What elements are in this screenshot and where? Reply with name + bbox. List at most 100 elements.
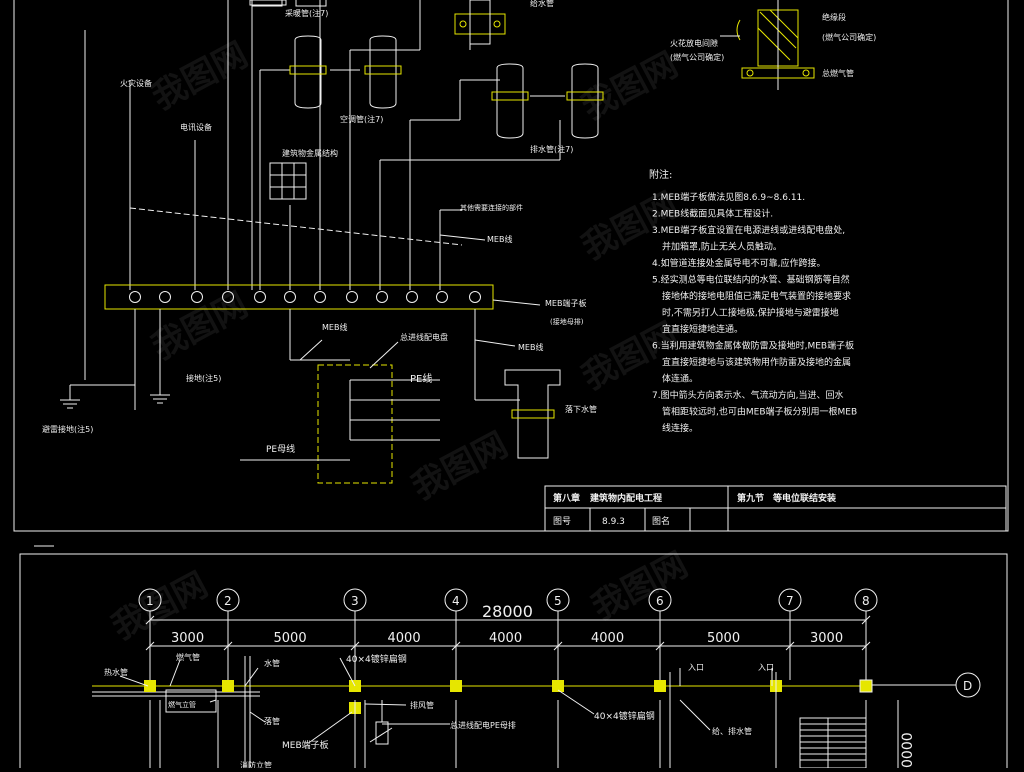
axis-label: 2 bbox=[224, 594, 232, 608]
leader bbox=[369, 341, 399, 369]
gas-pipe-label: 燃气管 bbox=[176, 652, 200, 662]
building-metal-frame bbox=[269, 162, 307, 200]
note-line: 2.MEB线截面见具体工程设计. bbox=[652, 208, 773, 220]
dimension-tick bbox=[553, 641, 563, 651]
leader bbox=[299, 339, 323, 361]
drain-pipe-label: 排水管(注7) bbox=[530, 144, 573, 154]
notes-block: 附注: 1.MEB端子板做法见图8.6.9~8.6.11.2.MEB线截面见具体… bbox=[649, 168, 857, 434]
watermark: 我图网 bbox=[575, 45, 684, 128]
dimension-tick bbox=[350, 641, 360, 651]
terminal-bolt bbox=[129, 291, 141, 303]
meb-line-diagonal bbox=[129, 207, 463, 246]
axis-label: 1 bbox=[146, 594, 154, 608]
axis-d-label: D bbox=[963, 679, 972, 693]
building-metal-frame-label: 建筑物金属结构 bbox=[282, 148, 338, 158]
drain-label: 排风管 bbox=[410, 700, 434, 710]
terminal-bolt bbox=[376, 291, 388, 303]
span-dimension: 5000 bbox=[707, 631, 740, 646]
note-line: 并加箱罩,防止无关人员触动。 bbox=[662, 241, 782, 253]
watermark: 我图网 bbox=[405, 425, 514, 508]
drawing-name-label: 图名 bbox=[652, 515, 670, 527]
ac-pipes bbox=[289, 35, 402, 109]
section-title: 等电位联结安装 bbox=[772, 492, 837, 504]
water-pipe-label: 水管 bbox=[264, 658, 280, 668]
terminal-bolt bbox=[406, 291, 418, 303]
watermark: 我图网 bbox=[145, 35, 254, 118]
downpipe-label: 落管 bbox=[264, 716, 280, 726]
span-dimension: 4000 bbox=[388, 631, 421, 646]
section: 第九节 bbox=[737, 492, 764, 504]
heating-pipe-label: 采暖管(注7) bbox=[285, 8, 328, 18]
distribution-equipment-label: 电讯设备 bbox=[180, 122, 212, 132]
entrance-2: 入口 bbox=[758, 663, 774, 672]
fire-pipe-label: 消防立管 bbox=[240, 760, 272, 768]
downspout-symbol bbox=[504, 369, 561, 459]
axis-label: 4 bbox=[452, 594, 460, 608]
ground-node bbox=[222, 680, 234, 692]
ac-pipe-label: 空调管(注7) bbox=[340, 114, 383, 124]
building-columns bbox=[149, 656, 873, 768]
note-line: 宜直接短捷地与该建筑物用作防雷及接地的金属 bbox=[662, 356, 851, 368]
steel-strip-2-label: 40×4镀锌扁钢 bbox=[594, 710, 655, 722]
terminal-bolt bbox=[191, 291, 203, 303]
watermark: 我图网 bbox=[145, 285, 254, 368]
note-line: 6.当利用建筑物金属体做防雷及接地时,MEB端子板 bbox=[652, 340, 854, 352]
drain-pipes bbox=[491, 63, 604, 139]
chapter-title: 建筑物内配电工程 bbox=[590, 492, 662, 504]
pe-busbar-label: PE母线 bbox=[266, 443, 295, 455]
heating-pipes bbox=[249, 0, 327, 7]
span-dimension: 3000 bbox=[810, 631, 843, 646]
vertical-dim: 0000 bbox=[900, 732, 916, 768]
leader bbox=[474, 339, 516, 347]
fire-equipment-label: 火灾设备 bbox=[120, 78, 152, 88]
total-dimension: 28000 bbox=[482, 602, 533, 621]
title-block: 第八章 建筑物内配电工程 第九节 等电位联结安装 图号 8.9.3 图名 bbox=[544, 485, 1007, 532]
insulating-sleeve-label: 火花放电间隙 bbox=[670, 38, 718, 48]
gas-main-label: 总燃气管 bbox=[822, 68, 854, 78]
pe-main-label: 总进线配电PE母排 bbox=[450, 720, 516, 730]
note-line: 线连接。 bbox=[662, 422, 698, 434]
meb-terminal-board-label: MEB端子板 bbox=[545, 298, 586, 308]
meb-terminal-board bbox=[104, 284, 494, 310]
terminal-bolt bbox=[436, 291, 448, 303]
terminal-bolt bbox=[159, 291, 171, 303]
leader bbox=[492, 299, 541, 306]
ground-node bbox=[450, 680, 462, 692]
dimension-tick bbox=[655, 641, 665, 651]
entrance-1: 入口 bbox=[688, 663, 704, 672]
ground-symbol bbox=[60, 399, 80, 409]
top-sheet: 采暖管(注7) 给水管 空调管(注7) 排水管(注7) bbox=[13, 0, 1009, 532]
gas-company-note-2: (燃气公司确定) bbox=[670, 52, 724, 62]
distribution-box-label: 总进线配电盘 bbox=[400, 332, 448, 342]
axis-label: 8 bbox=[862, 594, 870, 608]
terminal-bolt bbox=[254, 291, 266, 303]
note-line: 7.图中箭头方向表示水、气流动方向,当进、回水 bbox=[652, 389, 843, 401]
note-line: 接地体的接地电阻值已满足电气装置的接地要求 bbox=[662, 290, 851, 302]
span-dimension: 3000 bbox=[171, 631, 204, 646]
note-line: 时,不需另打人工接地极,保护接地与避雷接地 bbox=[662, 307, 839, 319]
note-line: 管相距较远时,也可由MEB端子板分别用一根MEB bbox=[662, 406, 857, 418]
span-dimension: 4000 bbox=[489, 631, 522, 646]
dimension-lines: 3000 5000 4000 4000 4000 5000 3000 bbox=[145, 615, 871, 651]
terminal-bolt bbox=[314, 291, 326, 303]
watermark: 我图网 bbox=[585, 545, 694, 628]
terminal-box bbox=[375, 721, 389, 745]
note-line: 3.MEB端子板宜设置在电源进线或进线配电盘处, bbox=[652, 224, 845, 236]
span-dimension: 5000 bbox=[274, 631, 307, 646]
ground-note5-label: 接地(注5) bbox=[186, 373, 221, 383]
axis-label: 6 bbox=[656, 594, 664, 608]
gas-pipe-label: 给水管 bbox=[530, 0, 554, 8]
gas-company-note: (燃气公司确定) bbox=[822, 32, 876, 42]
terminal-bolt bbox=[469, 291, 481, 303]
downspout-label: 落下水管 bbox=[565, 404, 597, 414]
axis-label: 5 bbox=[554, 594, 562, 608]
terminal-bolt bbox=[284, 291, 296, 303]
notes-title: 附注: bbox=[649, 168, 672, 181]
dimension-tick bbox=[861, 641, 871, 651]
terminal-bolt bbox=[222, 291, 234, 303]
ground-node bbox=[144, 680, 156, 692]
ground-symbol bbox=[150, 394, 170, 404]
span-dimension: 4000 bbox=[591, 631, 624, 646]
terminal-bolt bbox=[346, 291, 358, 303]
